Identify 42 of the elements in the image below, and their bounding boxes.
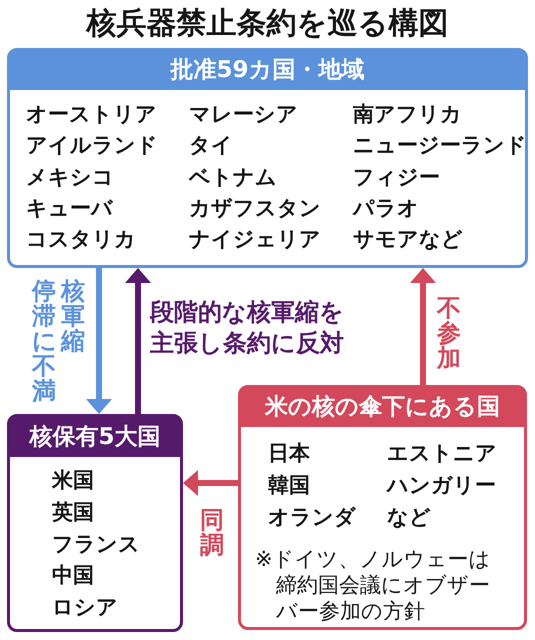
list-item: フィジー bbox=[353, 164, 440, 190]
list-item: 日本 bbox=[268, 440, 310, 466]
list-item: マレーシア bbox=[189, 101, 298, 127]
footnote: ※ドイツ、ノルウェーは締約国会議にオブザーバー参加の方針 bbox=[255, 546, 492, 624]
list-item: ハンガリー bbox=[387, 472, 496, 498]
list-item: パラオ bbox=[353, 194, 419, 221]
edge-label: 不参加 bbox=[437, 296, 461, 371]
edge-label: 核軍縮停滞に不満 bbox=[32, 279, 85, 404]
list-item: コスタリカ bbox=[26, 226, 136, 252]
list-item: カザフスタン bbox=[189, 194, 321, 221]
arrow bbox=[86, 268, 112, 414]
list-item: オーストリア bbox=[26, 101, 157, 127]
list-item: ナイジェリア bbox=[189, 226, 321, 252]
box-heading: 批准59カ国・地域 bbox=[10, 51, 525, 90]
list-item: 韓国 bbox=[268, 472, 310, 498]
list-item: ニュージーランド bbox=[353, 132, 527, 158]
list-item: エストニア bbox=[387, 440, 497, 466]
list-item: タイ bbox=[189, 132, 233, 158]
list-item: フランス bbox=[52, 530, 140, 557]
list-item: アイルランド bbox=[26, 132, 158, 158]
list-item: ベトナム bbox=[189, 164, 277, 190]
list-item: 南アフリカ bbox=[353, 101, 462, 127]
box-heading: 核保有5大国 bbox=[10, 417, 180, 457]
edge-label: 同調 bbox=[200, 508, 224, 558]
list-item: ロシア bbox=[52, 594, 118, 620]
arrow bbox=[410, 268, 436, 385]
title: 核兵器禁止条約を巡る構図 bbox=[86, 5, 448, 42]
list-item: メキシコ bbox=[26, 164, 114, 190]
list-item: オランダ bbox=[268, 504, 356, 530]
group-box bbox=[238, 385, 527, 630]
arrow bbox=[125, 268, 151, 414]
group-box bbox=[7, 414, 183, 632]
arrow bbox=[183, 470, 238, 496]
list-item: キューバ bbox=[26, 194, 113, 221]
list-item: サモアなど bbox=[353, 226, 463, 252]
group-box bbox=[7, 48, 528, 268]
edge-label: 段階的な核軍縮を主張し条約に反対 bbox=[150, 297, 345, 359]
list-item: 米国 bbox=[52, 467, 94, 493]
box-heading: 米の核の傘下にある国 bbox=[241, 388, 524, 427]
list-item: 中国 bbox=[52, 562, 94, 588]
list-item: など bbox=[387, 504, 431, 530]
list-item: 英国 bbox=[52, 498, 94, 525]
